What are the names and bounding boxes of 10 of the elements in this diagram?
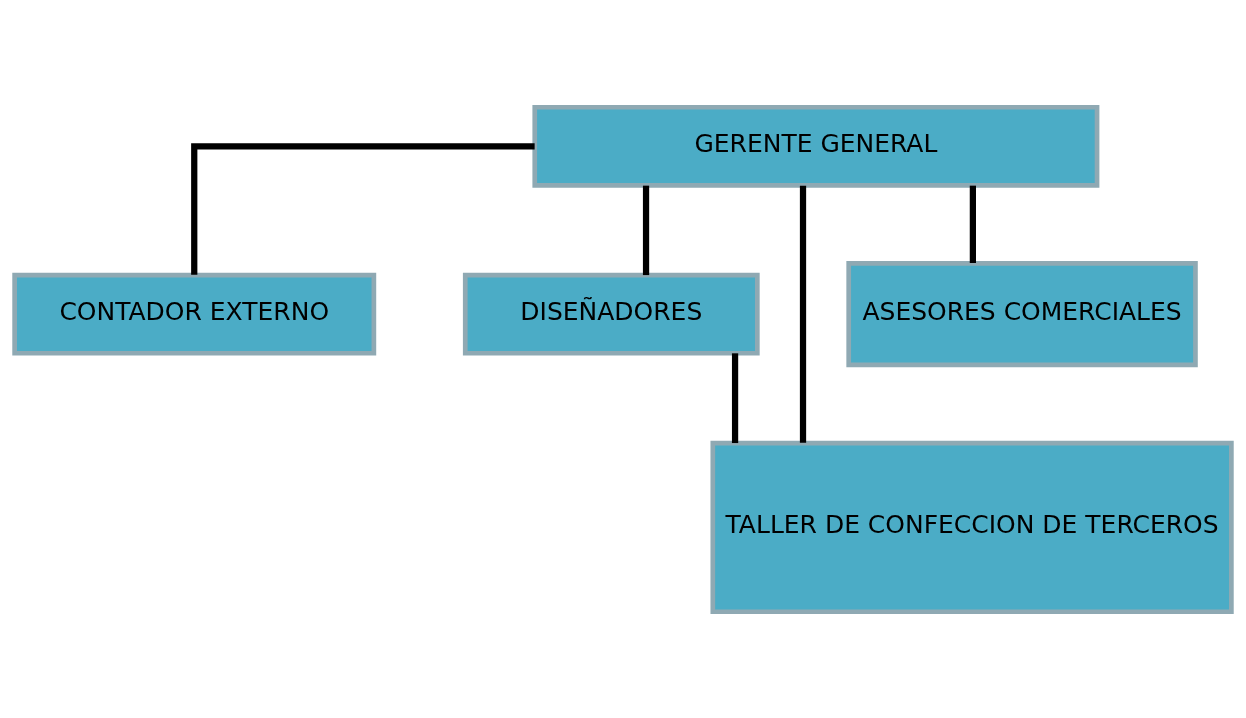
- node-box: TALLER DE CONFECCION DE TERCEROS: [710, 440, 1234, 614]
- node-box: CONTADOR EXTERNO: [12, 272, 377, 356]
- connector: [191, 142, 535, 275]
- connector: [731, 352, 739, 443]
- node-box: ASESORES COMERCIALES: [846, 260, 1198, 367]
- connector: [969, 185, 976, 263]
- connector: [642, 185, 650, 275]
- node-box: GERENTE GENERAL: [532, 104, 1100, 188]
- node-box: DISEÑADORES: [462, 272, 760, 356]
- connector: [799, 185, 807, 443]
